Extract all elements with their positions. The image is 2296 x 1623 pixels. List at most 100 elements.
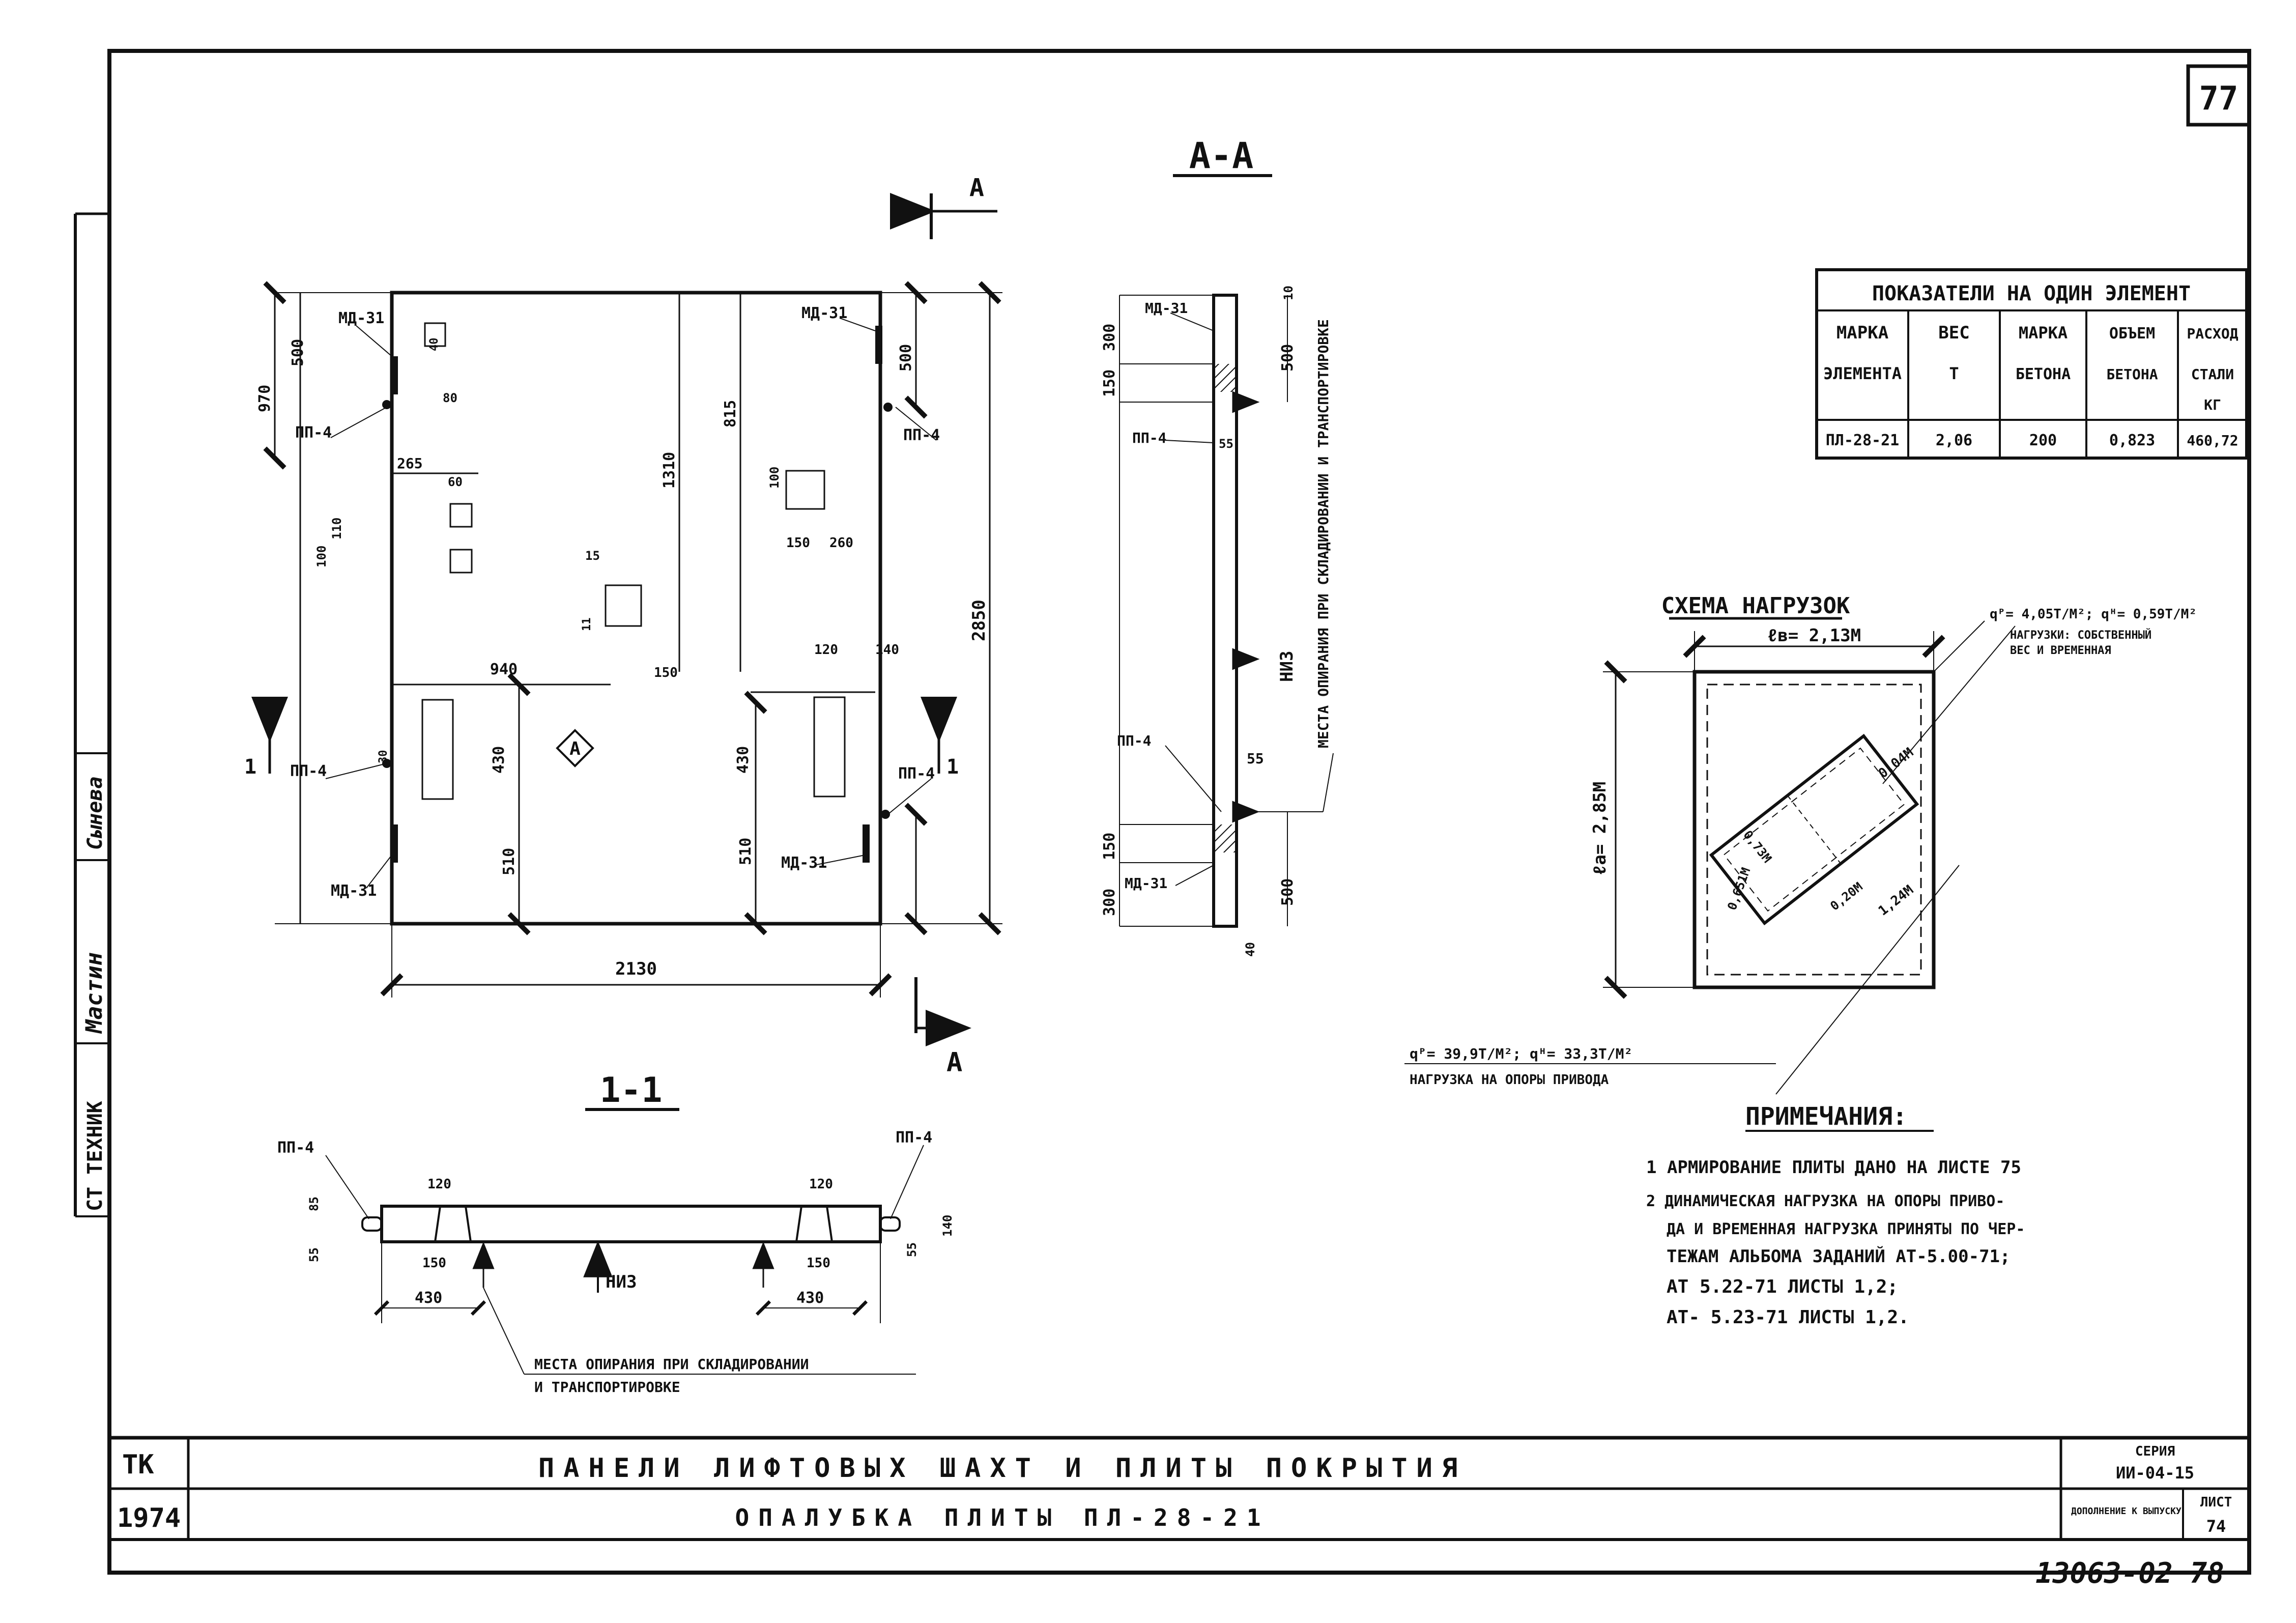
plan-dimension-values: 2130 2850 970 500 500 1310 815 940 430 4…: [256, 338, 989, 980]
dim-2850: 2850: [969, 600, 989, 641]
label-support-11-line2: И ТРАНСПОРТИРОВКЕ: [534, 1379, 680, 1396]
dim-140: 140: [875, 642, 899, 658]
s11-dim-140-right: 140: [940, 1215, 955, 1237]
side-stamp-signature-1: Мастин: [81, 952, 107, 1034]
dim-500-right: 500: [897, 344, 915, 372]
section-mark-a-bottom: А: [946, 1047, 962, 1078]
side-stamp: СТ ТЕХНИК Мастин Сынева: [74, 212, 109, 1217]
aa-dim-500-top: 500: [1279, 344, 1297, 372]
label-md31-top-right: МД-31: [801, 304, 847, 322]
supplement-label: ДОПОЛНЕНИЕ К ВЫПУСКУ: [2071, 1506, 2182, 1517]
aa-label-md31-top: МД-31: [1145, 300, 1188, 317]
load-dim-c: 0,73М: [1740, 828, 1774, 865]
section-11-title: 1-1: [600, 1070, 663, 1111]
dim-510: 510: [500, 848, 518, 875]
series-value: ИИ-04-15: [2116, 1463, 2194, 1483]
aa-dim-500-bottom: 500: [1279, 878, 1297, 906]
header-concrete-grade-line2: БЕТОНА: [2016, 365, 2071, 383]
label-pp4-top-right: ПП-4: [903, 426, 940, 444]
load-scheme-title: СХЕМА НАГРУЗОК: [1661, 593, 1850, 619]
notes: ПРИМЕЧАНИЯ: 1 АРМИРОВАНИЕ ПЛИТЫ ДАНО НА …: [1646, 1102, 2025, 1328]
label-support-11-line1: МЕСТА ОПИРАНИЯ ПРИ СКЛАДИРОВАНИИ: [534, 1356, 809, 1373]
plan-dimensions: [263, 281, 1002, 998]
title-block-org: ТК: [122, 1449, 154, 1480]
header-steel: РАСХОД: [2187, 325, 2238, 342]
dim-110: 110: [330, 518, 344, 539]
header-mark: МАРКА: [1836, 323, 1888, 343]
header-weight-line2: Т: [1949, 364, 1959, 383]
s11-dim-120-left: 120: [427, 1177, 451, 1192]
side-stamp-role: СТ ТЕХНИК: [83, 1101, 107, 1211]
dim-2130: 2130: [615, 959, 657, 979]
dim-970: 970: [256, 385, 274, 412]
label-md31-bottom-right: МД-31: [781, 854, 827, 872]
section-mark-a-top: А: [969, 174, 984, 202]
sheet-label: ЛИСТ: [2200, 1495, 2232, 1510]
s11-label-pp4-right: ПП-4: [896, 1129, 932, 1147]
note-2-line-3: ТЕЖАМ АЛЬБОМА ЗАДАНИЙ АТ-5.00-71;: [1667, 1246, 2011, 1267]
header-concrete-volume: ОБЪЕМ: [2109, 325, 2155, 343]
section-aa-view: НИЗ МЕСТА ОПИРАНИЯ ПРИ СКЛАДИРОВАНИИ И Т…: [1101, 286, 1334, 957]
header-steel-line3: КГ: [2204, 396, 2221, 413]
load-scheme: СХЕМА НАГРУЗОК ℓв= 2,13М ℓа= 2,85М 0,04М…: [1404, 593, 2197, 1095]
header-mark-line2: ЭЛЕМЕНТА: [1823, 364, 1902, 383]
label-pp4-bottom-left: ПП-4: [290, 762, 327, 780]
dim-120: 120: [814, 642, 838, 658]
indicators-table: ПОКАЗАТЕЛИ НА ОДИН ЭЛЕМЕНТ МАРКА ЭЛЕМЕНТ…: [1815, 268, 2248, 460]
load-dim-b: 1,24М: [1876, 882, 1916, 919]
s11-dim-150-right: 150: [807, 1256, 830, 1271]
note-2-line-4: АТ 5.22-71 ЛИСТЫ 1,2;: [1667, 1276, 1898, 1297]
dim-80: 80: [443, 391, 457, 405]
note-2-line-5: АТ- 5.23-71 ЛИСТЫ 1,2.: [1667, 1307, 1909, 1328]
section-11-view: НИЗ МЕСТА ОПИРАНИЯ ПРИ СКЛАДИРОВАНИИ И Т…: [277, 1129, 955, 1396]
dim-815: 815: [722, 400, 739, 428]
label-pp4-top-left: ПП-4: [295, 424, 332, 442]
s11-label-pp4-left: ПП-4: [277, 1139, 314, 1157]
dim-150: 150: [654, 665, 678, 680]
s11-dim-430-left: 430: [415, 1289, 442, 1307]
aa-dim-40-bottom: 40: [1243, 942, 1257, 957]
load-top-desc-2: ВЕС И ВРЕМЕННАЯ: [2010, 644, 2111, 657]
title-block-year: 1974: [117, 1503, 181, 1533]
dim-430-right: 430: [734, 746, 752, 774]
cell-concrete-volume: 0,823: [2109, 432, 2155, 449]
aa-dim-300-bottom: 300: [1101, 889, 1118, 916]
sheet-number: 77: [2199, 80, 2238, 118]
aa-dim-300-top: 300: [1101, 324, 1118, 351]
dim-1310: 1310: [661, 452, 678, 489]
note-2-line-2: ДА И ВРЕМЕННАЯ НАГРУЗКА ПРИНЯТЫ ПО ЧЕР-: [1667, 1220, 2025, 1238]
aa-dim-55-top: 55: [1219, 437, 1233, 451]
dim-265: 265: [397, 455, 423, 472]
s11-dim-120-right: 120: [809, 1177, 833, 1192]
title-block-subtitle: ОПАЛУБКА ПЛИТЫ ПЛ-28-21: [735, 1504, 1270, 1531]
load-width-label: ℓв= 2,13М: [1767, 625, 1861, 646]
dim-60: 60: [448, 475, 463, 489]
stamp-bottom: 13063-02 78: [2035, 1557, 2224, 1590]
s11-dim-85-left: 85: [307, 1197, 321, 1211]
dim-430: 430: [490, 746, 508, 774]
dim-40: 40: [428, 338, 441, 352]
header-concrete-grade: МАРКА: [2019, 323, 2068, 343]
s11-dim-55-left: 55: [307, 1247, 321, 1262]
dim-500: 500: [289, 339, 307, 366]
aa-dim-150-bottom: 150: [1101, 833, 1118, 860]
aa-dim-150-top: 150: [1101, 369, 1118, 397]
dim-30: 30: [377, 750, 390, 764]
notes-title: ПРИМЕЧАНИЯ:: [1745, 1102, 1907, 1131]
s11-dim-55-right: 55: [905, 1242, 919, 1257]
cell-mark: ПЛ-28-21: [1826, 432, 1900, 449]
aa-label-md31-bottom: МД-31: [1125, 875, 1167, 892]
header-steel-line2: СТАЛИ: [2191, 366, 2234, 383]
label-pp4-bottom-right: ПП-4: [898, 765, 935, 783]
series-label: СЕРИЯ: [2135, 1444, 2175, 1459]
section-cut-markers: А А 1 1: [244, 174, 997, 1078]
dim-510-right: 510: [737, 838, 755, 865]
load-bottom-values: qᴾ= 39,9Т/М²; qᴴ= 33,3Т/М²: [1410, 1045, 1632, 1062]
aa-label-pp4-bottom: ПП-4: [1117, 732, 1151, 749]
dim-100: 100: [314, 546, 329, 567]
plan-opening: [421, 322, 846, 800]
cell-concrete-grade: 200: [2029, 432, 2057, 449]
aa-label-pp4-top: ПП-4: [1132, 430, 1166, 446]
load-top-values: qᴾ= 4,05Т/М²; qᴴ= 0,59Т/М²: [1990, 607, 2197, 622]
section-mark-1-right: 1: [946, 755, 959, 779]
